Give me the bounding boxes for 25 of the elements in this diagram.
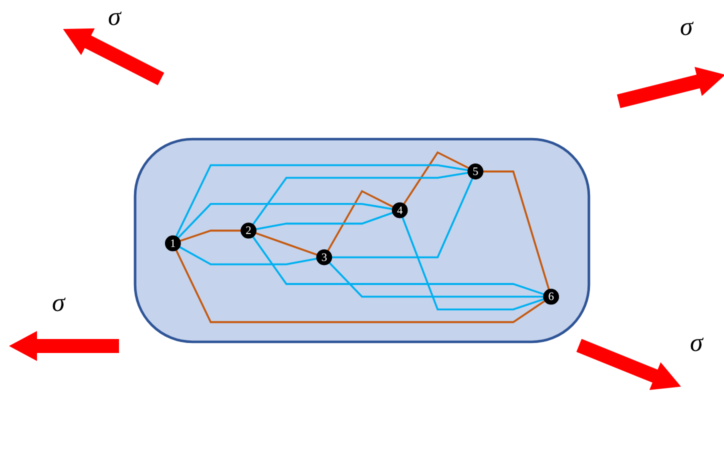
connector <box>402 216 544 310</box>
stress-label: σ <box>108 2 121 32</box>
node-circle: 6 <box>543 288 560 304</box>
connector <box>255 232 318 256</box>
connector <box>256 211 393 230</box>
connector <box>328 262 544 298</box>
node-circle: 1 <box>164 234 181 251</box>
cluster <box>134 137 590 343</box>
node-circle: 3 <box>316 248 332 265</box>
stress-label: σ <box>680 12 693 42</box>
connector <box>483 170 550 290</box>
node-circle: 2 <box>240 222 256 238</box>
connector <box>175 164 468 236</box>
connector <box>332 178 474 258</box>
connector <box>327 189 394 251</box>
connector <box>178 202 392 238</box>
connector <box>179 246 317 265</box>
stress-label: σ <box>690 328 703 358</box>
stress-label: σ <box>52 288 65 318</box>
connector <box>252 236 544 295</box>
connector <box>252 171 468 224</box>
node-circle: 5 <box>468 163 484 179</box>
node-circle: 4 <box>392 202 408 218</box>
connector <box>403 150 470 204</box>
connector <box>180 229 241 242</box>
